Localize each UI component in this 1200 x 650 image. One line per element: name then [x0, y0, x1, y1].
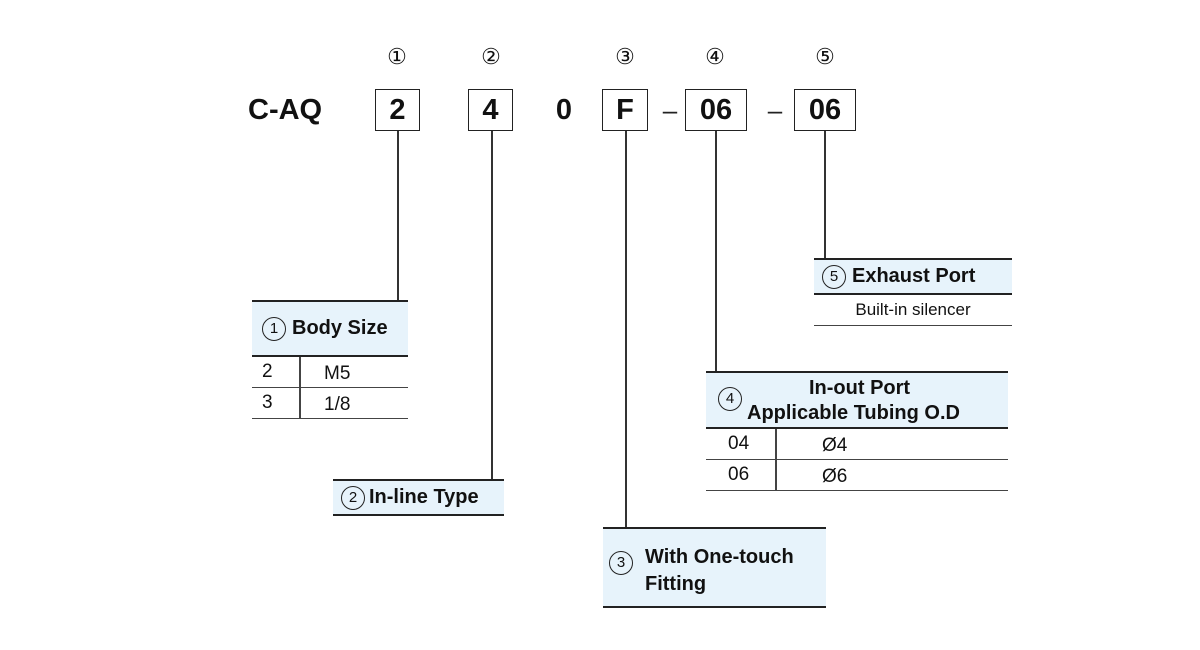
marker-5: ⑤	[815, 44, 835, 69]
inout-port-title-line1: In-out Port	[809, 377, 911, 399]
code-body-size: 2	[375, 89, 420, 131]
body-size-row: 3 1/8	[252, 388, 408, 419]
inout-port-row: 06 Ø6	[706, 460, 1008, 491]
code-type: 4	[468, 89, 513, 131]
marker-4: ④	[705, 44, 725, 69]
inline-type-title: In-line Type	[369, 486, 479, 508]
body-size-row: 2 M5	[252, 357, 408, 388]
exhaust-port-title: Exhaust Port	[852, 265, 976, 287]
fitting-title-line2: Fitting	[645, 573, 707, 595]
code-dash-1: –	[662, 95, 678, 125]
exhaust-port-note: Built-in silencer	[855, 300, 971, 319]
leader-line-inline-type	[491, 131, 493, 479]
model-prefix: C-AQ	[248, 94, 323, 126]
code-dash-2: –	[767, 95, 783, 125]
marker-1-circle: 1	[262, 316, 286, 341]
leader-line-inout-port	[715, 131, 717, 371]
fitting-header: 3 With One-touch Fitting	[603, 527, 826, 608]
marker-5-circle: 5	[822, 264, 846, 289]
body-size-divider	[299, 388, 301, 418]
inout-port-divider	[775, 429, 777, 459]
inout-port-value: Ø6	[822, 466, 848, 487]
body-size-code: 3	[262, 392, 273, 413]
inout-port-row: 04 Ø4	[706, 429, 1008, 460]
code-fixed-digit: 0	[555, 94, 573, 126]
exhaust-port-header: 5 Exhaust Port	[814, 258, 1012, 295]
body-size-code: 2	[262, 361, 273, 382]
body-size-value: 1/8	[324, 394, 351, 415]
marker-2-circle: 2	[341, 485, 365, 510]
body-size-title: Body Size	[292, 317, 388, 339]
body-size-header: 1 Body Size	[252, 300, 408, 357]
inout-port-code: 04	[728, 433, 750, 454]
inout-port-value: Ø4	[822, 435, 848, 456]
leader-line-fitting	[625, 131, 627, 528]
marker-1: ①	[387, 44, 407, 69]
marker-2: ②	[481, 44, 501, 69]
leader-line-exhaust-port	[824, 131, 826, 259]
inout-port-title-line2: Applicable Tubing O.D	[747, 402, 960, 424]
body-size-value: M5	[324, 363, 351, 384]
leader-line-body-size	[397, 131, 399, 301]
marker-3-circle: 3	[609, 551, 633, 575]
exhaust-port-note-row: Built-in silencer	[814, 295, 1012, 326]
marker-4-circle: 4	[718, 387, 742, 411]
body-size-divider	[299, 357, 301, 387]
code-port: 06	[685, 89, 747, 131]
inout-port-code: 06	[728, 464, 750, 485]
code-exhaust: 06	[794, 89, 856, 131]
fitting-title-line1: With One-touch	[645, 546, 794, 568]
code-fitting: F	[602, 89, 648, 131]
inout-port-header: 4 In-out Port Applicable Tubing O.D	[706, 371, 1008, 429]
marker-3: ③	[615, 44, 635, 69]
inout-port-divider	[775, 460, 777, 490]
